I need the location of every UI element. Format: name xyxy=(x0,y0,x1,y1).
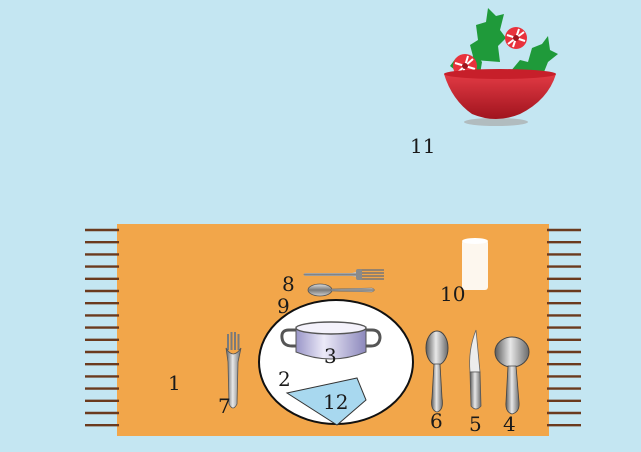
label-napkin-area: 2 xyxy=(278,369,291,389)
fringe-right xyxy=(547,230,581,425)
water-glass xyxy=(462,238,488,290)
vase-rim xyxy=(444,69,556,79)
centerpiece xyxy=(444,8,558,126)
label-dessert-fork: 8 xyxy=(282,274,295,294)
label-knife: 5 xyxy=(469,414,482,434)
holly-leaf-top xyxy=(470,8,506,62)
label-soup-bowl: 3 xyxy=(324,346,337,366)
flower-top xyxy=(505,27,527,49)
label-glass: 10 xyxy=(440,284,465,304)
fringe-left xyxy=(85,230,119,425)
label-teaspoon: 6 xyxy=(430,411,443,431)
label-napkin: 12 xyxy=(323,392,348,412)
label-soup-spoon: 4 xyxy=(503,414,516,434)
label-dessert-spoon: 9 xyxy=(277,296,290,316)
label-placemat: 1 xyxy=(168,373,181,393)
label-fork: 7 xyxy=(218,396,231,416)
label-centerpiece: 11 xyxy=(410,136,435,156)
vase-shadow xyxy=(464,118,528,126)
red-vase xyxy=(444,74,556,119)
